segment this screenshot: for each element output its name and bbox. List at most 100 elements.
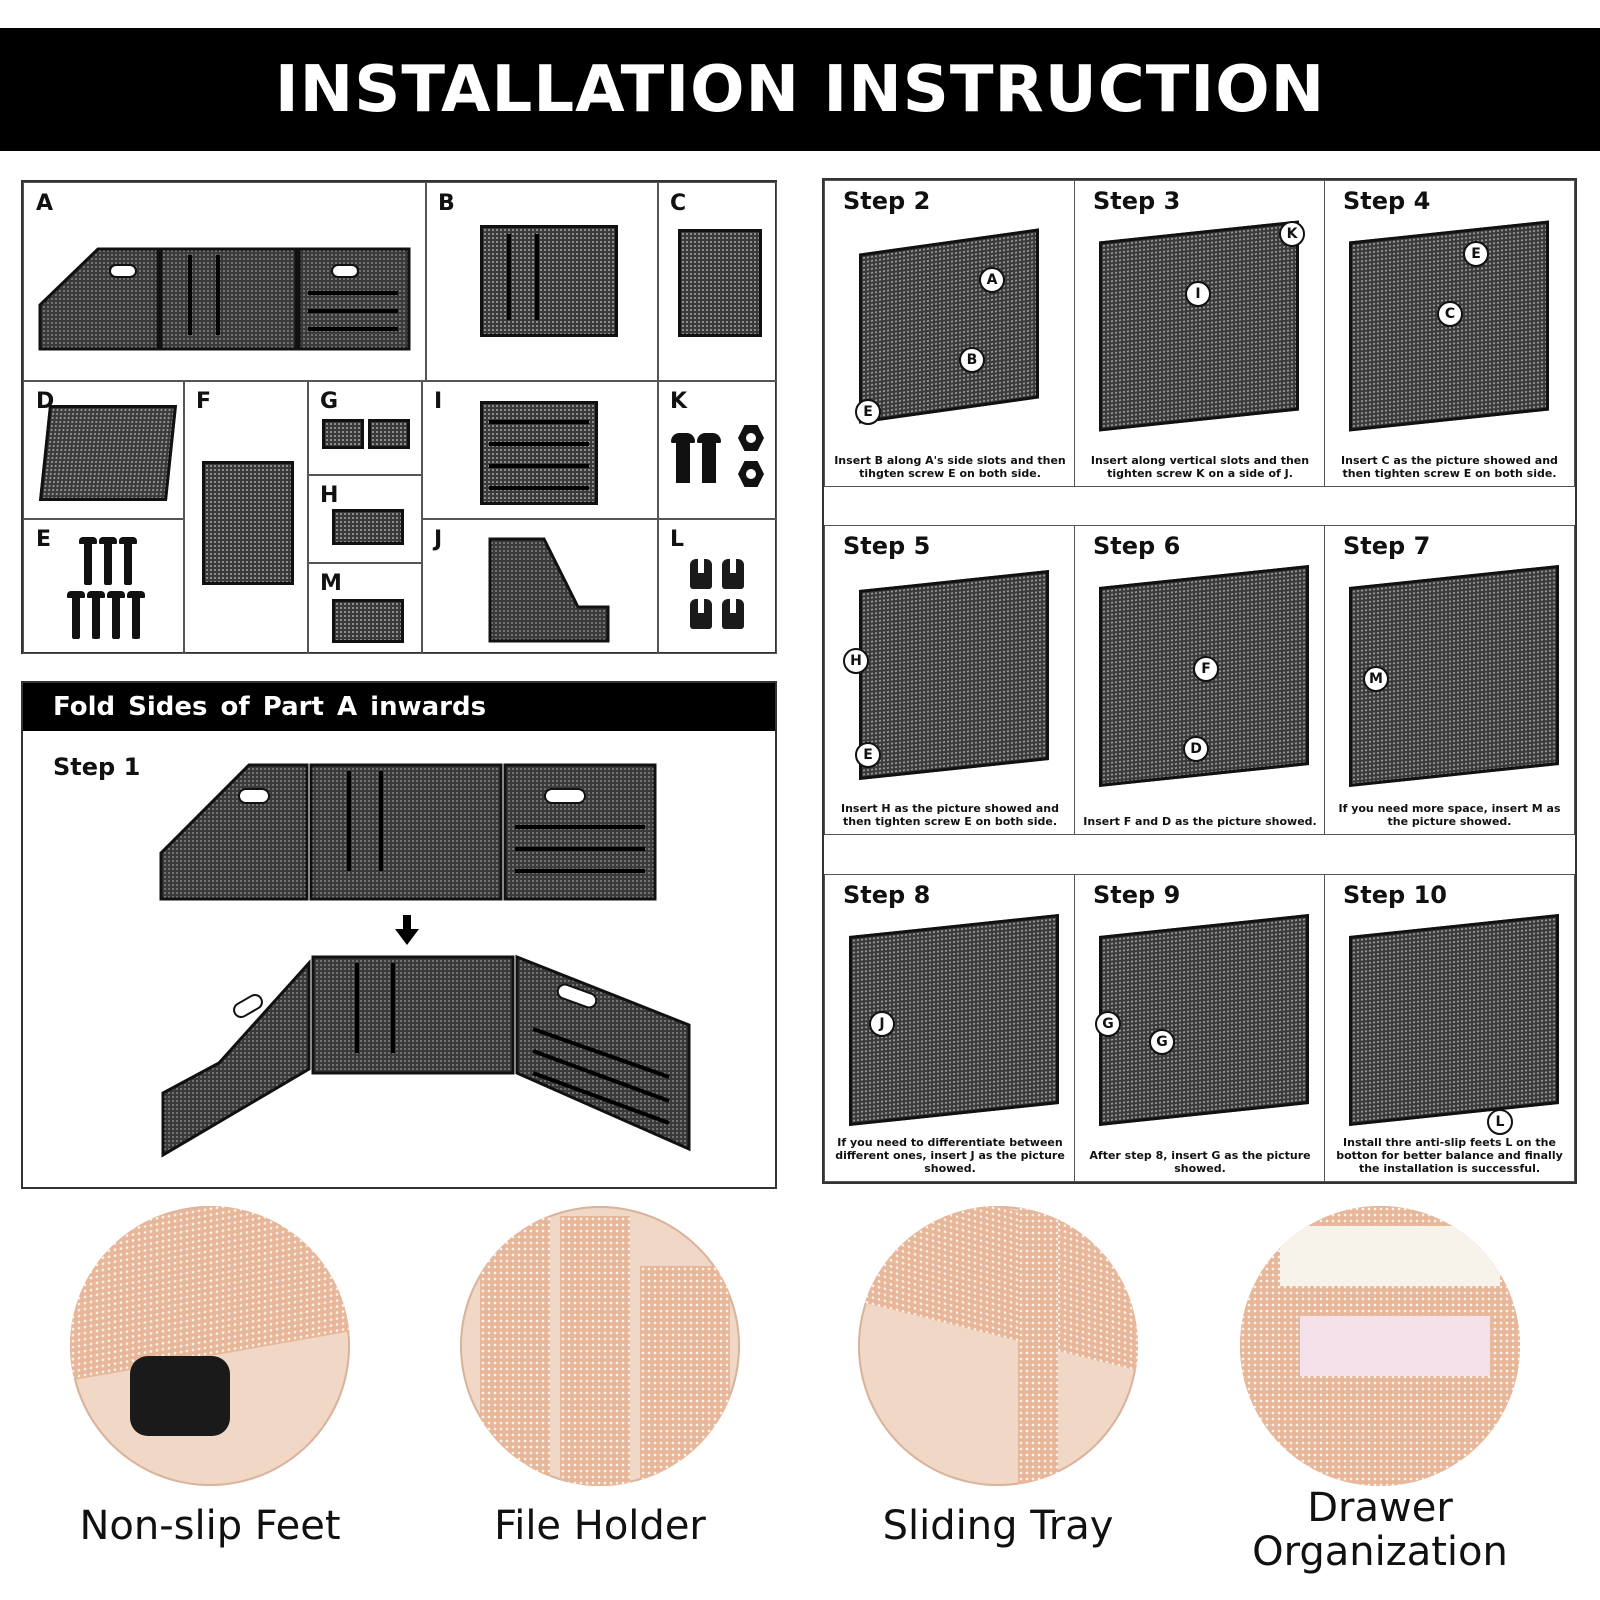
callout-label: G <box>1149 1029 1175 1055</box>
feature-label: Drawer Organization <box>1252 1485 1508 1575</box>
feature-photo <box>70 1206 350 1486</box>
step-6-cell: Step 6 F D Insert F and D as the picture… <box>1074 525 1326 835</box>
fold-header-bar: Fold Sides of Part A inwards <box>23 683 775 731</box>
step-title: Step 9 <box>1093 881 1181 909</box>
step-7-illustration: M <box>1339 564 1560 790</box>
step-caption: If you need to differentiate between dif… <box>835 1136 1065 1175</box>
callout-label: J <box>869 1011 895 1037</box>
part-a-illustration <box>38 247 411 351</box>
part-e-cell: E <box>23 518 185 654</box>
part-label: A <box>36 191 54 216</box>
header-bar: INSTALLATION INSTRUCTION <box>0 28 1600 151</box>
part-g-cell: G <box>307 380 423 476</box>
feature-photo <box>1240 1206 1520 1486</box>
step-10-cell: Step 10 L Install thre anti-slip feets L… <box>1324 874 1575 1182</box>
step-1-label: Step 1 <box>53 753 141 781</box>
part-i-panel <box>480 401 598 505</box>
callout-label: L <box>1487 1109 1513 1135</box>
part-label: I <box>434 389 443 414</box>
callout-label: H <box>843 648 869 674</box>
step-9-cell: Step 9 G G After step 8, insert G as the… <box>1074 874 1326 1182</box>
callout-label: F <box>1193 656 1219 682</box>
part-h-cell: H <box>307 474 423 564</box>
step-5-illustration: H E <box>839 566 1061 790</box>
step-caption: After step 8, insert G as the picture sh… <box>1089 1149 1311 1175</box>
part-d-tray <box>38 405 178 501</box>
part-c-cell: C <box>657 182 777 382</box>
feature-file-holder: File Holder <box>460 1206 740 1548</box>
step-title: Step 6 <box>1093 532 1181 560</box>
step-caption: If you need more space, insert M as the … <box>1338 802 1561 828</box>
callout-label: D <box>1183 736 1209 762</box>
step-9-illustration: G G <box>1089 913 1311 1137</box>
part-label: H <box>320 483 339 508</box>
part-label: G <box>320 389 339 414</box>
step-title: Step 5 <box>843 532 931 560</box>
part-i-cell: I <box>421 380 659 520</box>
callout-label: A <box>979 267 1005 293</box>
part-f-cell: F <box>183 380 309 654</box>
part-g-piece <box>322 419 364 449</box>
part-label: M <box>320 571 342 596</box>
step-1-illustration <box>159 763 691 1158</box>
part-m-cell: M <box>307 562 423 654</box>
step-5-cell: Step 5 H E Insert H as the picture showe… <box>824 525 1076 835</box>
part-a-cell: A <box>23 182 427 382</box>
part-f-panel <box>202 461 294 585</box>
feature-label: Sliding Tray <box>882 1503 1114 1549</box>
part-b-panel <box>480 225 618 337</box>
step-2-illustration: A B E <box>839 221 1061 442</box>
part-j-illustration <box>488 537 610 643</box>
step-4-cell: Step 4 E C Insert C as the picture showe… <box>1324 180 1575 487</box>
step-title: Step 7 <box>1343 532 1431 560</box>
step-8-illustration: J <box>839 913 1061 1137</box>
step-4-illustration: E C <box>1339 220 1560 442</box>
part-d-cell: D <box>23 380 185 520</box>
step-title: Step 10 <box>1343 881 1447 909</box>
part-l-cell: L <box>657 518 777 654</box>
part-k-cell: K <box>657 380 777 520</box>
callout-label: E <box>855 742 881 768</box>
callout-label: M <box>1363 666 1389 692</box>
part-label: B <box>438 191 455 216</box>
part-m-piece <box>332 599 404 643</box>
part-h-piece <box>332 509 404 545</box>
fold-title: Fold Sides of Part A inwards <box>53 692 487 722</box>
callout-label: I <box>1185 281 1211 307</box>
fold-section: Fold Sides of Part A inwards Step 1 <box>21 681 777 1189</box>
step-10-illustration: L <box>1339 913 1560 1137</box>
step-3-illustration: K I <box>1089 220 1311 442</box>
callout-label: G <box>1095 1011 1121 1037</box>
callout-label: C <box>1437 301 1463 327</box>
part-label: L <box>670 527 685 552</box>
step-2-cell: Step 2 A B E Insert B along A's side slo… <box>824 180 1076 487</box>
callout-label: B <box>959 347 985 373</box>
feature-non-slip-feet: Non-slip Feet <box>70 1206 350 1548</box>
part-label: C <box>670 191 687 216</box>
feature-photo <box>858 1206 1138 1486</box>
step-7-cell: Step 7 M If you need more space, insert … <box>1324 525 1575 835</box>
step-caption: Insert along vertical slots and then tig… <box>1090 454 1310 480</box>
part-j-cell: J <box>421 518 659 654</box>
part-g-piece <box>368 419 410 449</box>
feature-photo <box>460 1206 740 1486</box>
step-caption: Insert H as the picture showed and then … <box>840 802 1060 828</box>
feature-label: File Holder <box>494 1503 706 1549</box>
part-label: E <box>36 527 52 552</box>
part-label: F <box>196 389 212 414</box>
step-caption: Insert B along A's side slots and then t… <box>834 454 1066 480</box>
step-caption: Install thre anti-slip feets L on the bo… <box>1336 1136 1563 1175</box>
step-caption: Insert C as the picture showed and then … <box>1341 454 1558 480</box>
step-3-cell: Step 3 K I Insert along vertical slots a… <box>1074 180 1326 487</box>
step-title: Step 4 <box>1343 187 1431 215</box>
part-label: J <box>434 527 443 552</box>
feature-sliding-tray: Sliding Tray <box>858 1206 1138 1548</box>
callout-label: E <box>855 399 881 425</box>
part-b-cell: B <box>425 182 659 382</box>
part-label: K <box>670 389 688 414</box>
callout-label: E <box>1463 241 1489 267</box>
page-title: INSTALLATION INSTRUCTION <box>274 52 1326 127</box>
steps-grid: Step 2 A B E Insert B along A's side slo… <box>822 178 1577 1184</box>
feature-label: Non-slip Feet <box>79 1503 341 1549</box>
step-title: Step 2 <box>843 187 931 215</box>
